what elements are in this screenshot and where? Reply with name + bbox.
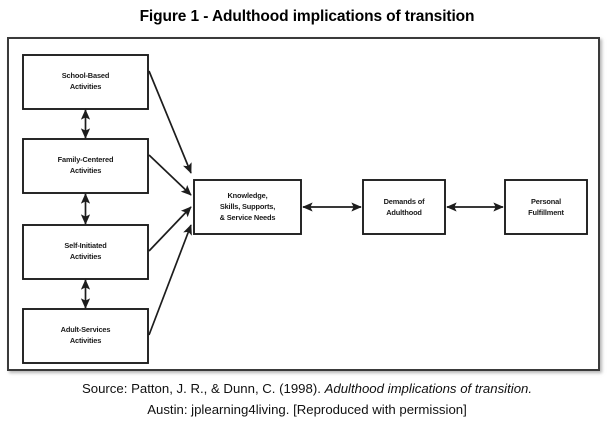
node-self-initiated-line2: Activities [70,252,101,261]
node-school-based-line1: School-Based [62,71,110,80]
node-personal-line2: Fulfillment [528,208,564,217]
node-adult-services-line1: Adult-Services [61,325,111,334]
node-knowledge-skills-line3: & Service Needs [220,213,276,222]
node-demands-of-adulthood[interactable]: Demands of Adulthood [362,179,446,235]
node-demands-line2: Adulthood [386,208,422,217]
diagonal-arrow-family-to-center [148,154,192,196]
diagonal-arrow-self-to-center [148,206,192,252]
node-demands-line1: Demands of [384,197,425,206]
node-school-based[interactable]: School-Based Activities [22,54,149,110]
node-knowledge-skills[interactable]: Knowledge, Skills, Supports, & Service N… [193,179,302,235]
node-adult-services[interactable]: Adult-Services Activities [22,308,149,364]
node-self-initiated[interactable]: Self-Initiated Activities [22,224,149,280]
diagonal-arrow-school-to-center [148,70,192,174]
node-family-centered-line2: Activities [70,166,101,175]
node-personal-line1: Personal [531,197,561,206]
node-knowledge-skills-line2: Skills, Supports, [220,202,275,211]
node-family-centered-line1: Family-Centered [58,155,114,164]
diagram-frame: School-Based Activities Family-Centered … [7,37,600,371]
diagram-canvas: School-Based Activities Family-Centered … [22,54,588,364]
node-family-centered[interactable]: Family-Centered Activities [22,138,149,194]
node-self-initiated-line1: Self-Initiated [64,241,107,250]
diagonal-arrow-adult-to-center [148,224,192,336]
node-adult-services-line2: Activities [70,336,101,345]
page-title: Figure 1 - Adulthood implications of tra… [139,8,475,25]
caption-line-2: Austin: jplearning4living. [Reproduced w… [147,402,467,417]
node-school-based-line2: Activities [70,82,101,91]
node-knowledge-skills-line1: Knowledge, [228,191,268,200]
caption-line-1: Source: Patton, J. R., & Dunn, C. (1998)… [0,378,614,399]
caption-source-prefix: Source: Patton, J. R., & Dunn, C. (1998)… [81,381,325,396]
figure-caption: Source: Patton, J. R., & Dunn, C. (1998)… [0,378,614,420]
node-personal-fulfillment[interactable]: Personal Fulfillment [504,179,588,235]
caption-work-title: Adulthood implications of transition. [324,381,533,396]
